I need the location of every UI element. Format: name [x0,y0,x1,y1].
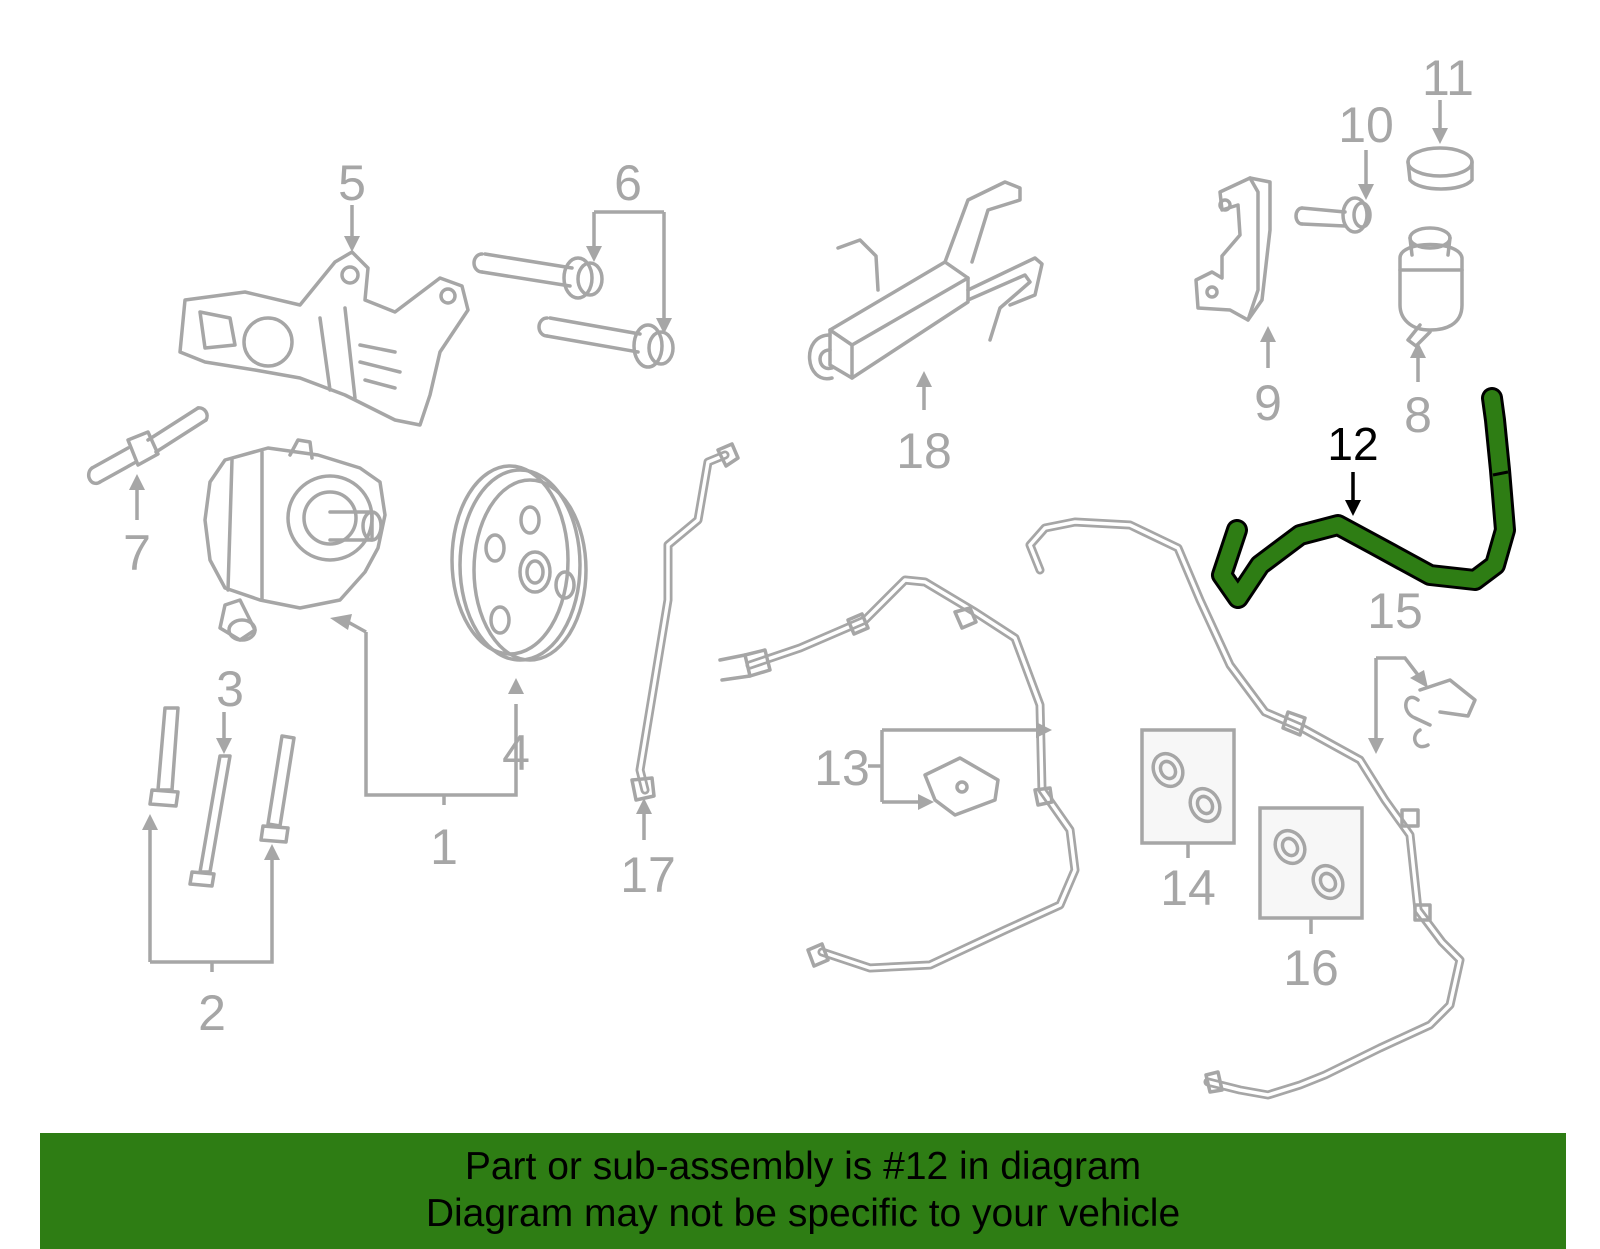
callout-3[interactable]: 3 [216,661,244,717]
callout-13[interactable]: 13 [814,740,870,796]
callout-15[interactable]: 15 [1367,583,1423,639]
part-8-reservoir[interactable] [1398,226,1464,348]
callout-9[interactable]: 9 [1254,375,1282,431]
part-17-tube[interactable] [630,442,740,802]
part-14-seals[interactable] [1140,728,1236,845]
part-9-bracket[interactable] [1194,176,1272,322]
part-12-hose-highlighted[interactable] [1211,387,1516,609]
part-15-pressure-line[interactable] [1025,517,1477,1100]
part-6-bolts[interactable] [472,252,675,369]
callout-6[interactable]: 6 [614,155,642,211]
part-2-bolts[interactable] [148,706,296,888]
part-3-pump[interactable] [203,438,387,642]
part-10-bolt[interactable] [1294,196,1372,234]
callout-16[interactable]: 16 [1283,940,1339,996]
part-13-hose[interactable] [718,575,1080,973]
callout-14[interactable]: 14 [1160,860,1216,916]
part-11-cap[interactable] [1406,146,1474,191]
leader-lines [129,100,1448,972]
callout-18[interactable]: 18 [896,423,952,479]
callout-7[interactable]: 7 [123,525,151,581]
callout-17[interactable]: 17 [620,847,676,903]
part-5-bracket[interactable] [178,250,470,427]
callout-12[interactable]: 12 [1327,418,1378,470]
part-16-seals[interactable] [1258,806,1364,920]
callout-5[interactable]: 5 [338,155,366,211]
banner-line-1: Part or sub-assembly is #12 in diagram [464,1145,1142,1188]
info-banner: Part or sub-assembly is #12 in diagram D… [40,1133,1566,1249]
callout-2[interactable]: 2 [198,985,226,1041]
callout-11[interactable]: 11 [1422,50,1474,106]
part-4-pulley[interactable] [450,464,588,662]
callout-10[interactable]: 10 [1338,97,1394,153]
banner-line-2: Diagram may not be specific to your vehi… [425,1192,1181,1235]
part-7-stud[interactable] [87,406,209,486]
callout-labels: 5 6 7 3 4 1 2 17 18 9 10 11 8 12 13 14 1… [123,50,1474,1041]
part-18-cooler[interactable] [807,180,1044,381]
callout-1[interactable]: 1 [430,819,458,875]
callout-4[interactable]: 4 [502,725,530,781]
callout-8[interactable]: 8 [1404,387,1432,443]
